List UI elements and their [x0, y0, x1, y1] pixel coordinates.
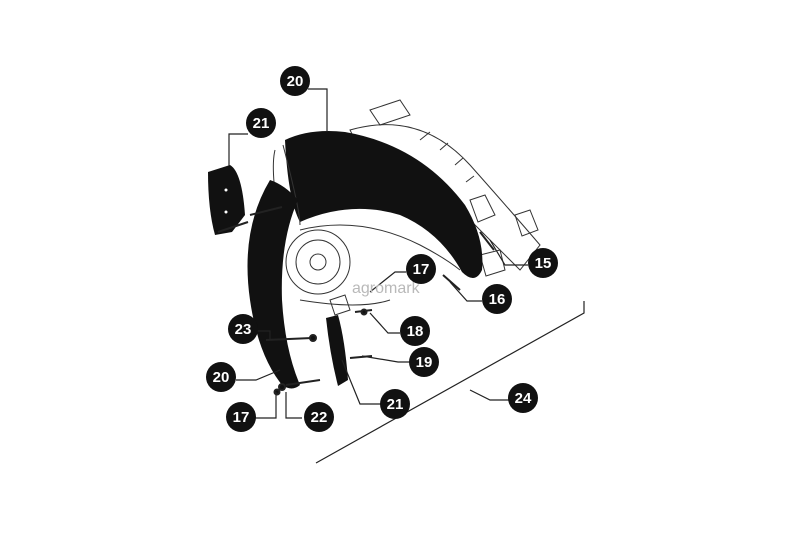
callout-15: 15: [528, 248, 558, 278]
callout-22-label: 22: [311, 409, 328, 426]
fender-shield-lower: [247, 180, 300, 389]
callout-23-label: 23: [235, 321, 252, 338]
callout-23: 23: [228, 314, 258, 344]
callout-19: 19: [409, 347, 439, 377]
side-plate-upper: [208, 165, 245, 235]
callout-18-label: 18: [407, 323, 424, 340]
callout-15-label: 15: [535, 255, 552, 272]
callout-19-label: 19: [416, 354, 433, 371]
plate-hole: [224, 210, 228, 214]
callout-20-label: 20: [287, 73, 304, 90]
callout-17-lower-label: 17: [233, 409, 250, 426]
callout-18: 18: [400, 316, 430, 346]
callout-24-label: 24: [515, 390, 532, 407]
callout-21-lower: 21: [380, 389, 410, 419]
callout-16: 16: [482, 284, 512, 314]
plate-hole: [224, 188, 228, 192]
callout-21-lower-label: 21: [387, 396, 404, 413]
callout-21-label: 21: [253, 115, 270, 132]
callout-21: 21: [246, 108, 276, 138]
callout-20-lower: 20: [206, 362, 236, 392]
fasteners: [217, 206, 495, 396]
callout-20-lower-label: 20: [213, 369, 230, 386]
callout-17-lower: 17: [226, 402, 256, 432]
callout-24: 24: [508, 383, 538, 413]
callout-17-label: 17: [413, 261, 430, 278]
callout-16-label: 16: [489, 291, 506, 308]
fender-shield-upper: [285, 131, 483, 279]
watermark-text: agromark: [352, 280, 421, 297]
side-plate-lower: [326, 315, 348, 386]
callout-20: 20: [280, 66, 310, 96]
callout-22: 22: [304, 402, 334, 432]
callout-17: 17: [406, 254, 436, 284]
